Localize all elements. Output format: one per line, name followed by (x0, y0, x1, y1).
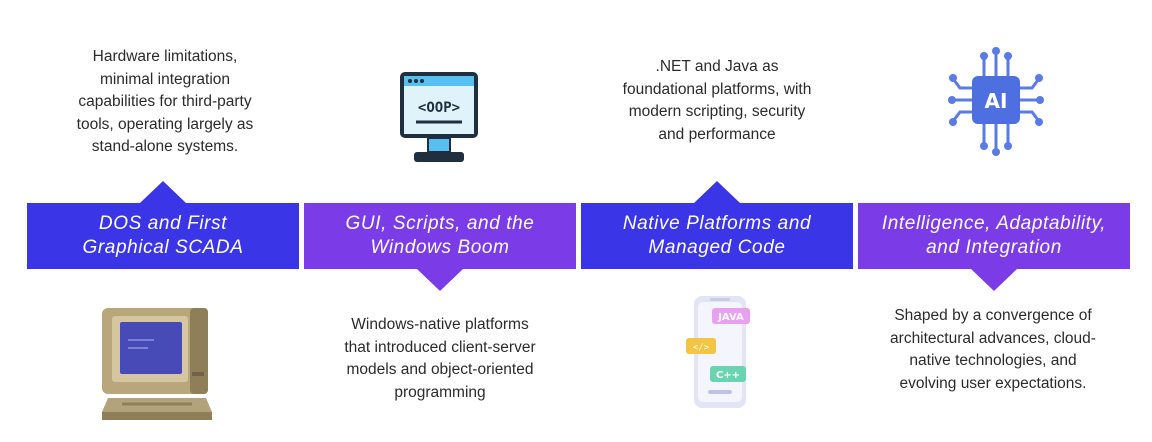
oop-monitor-icon: <OOP> (400, 72, 478, 162)
stage-3-pointer (694, 181, 740, 203)
stage-4-band: Intelligence, Adaptability, and Integrat… (858, 203, 1130, 291)
ai-chip-icon: AI (948, 47, 1044, 156)
stage-2-title: GUI, Scripts, and the Windows Boom (345, 213, 535, 258)
stage-2-description: Windows-native platforms that introduced… (344, 316, 536, 401)
stage-4-title: Intelligence, Adaptability, and Integrat… (881, 213, 1107, 258)
stage-3-band: Native Platforms and Managed Code (581, 181, 853, 269)
ai-icon-text: AI (985, 89, 1008, 113)
stage-3-description: .NET and Java as foundational platforms,… (622, 58, 812, 143)
retro-computer-icon (102, 308, 212, 420)
stage-2-band: GUI, Scripts, and the Windows Boom (304, 203, 576, 291)
java-label: JAVA (717, 312, 744, 323)
phone-languages-icon: JAVA </> C++ (686, 296, 750, 408)
stage-4-pointer (971, 269, 1017, 291)
stage-1-description: Hardware limitations, minimal integratio… (76, 48, 254, 155)
code-label: </> (693, 343, 710, 353)
cpp-label: C++ (716, 370, 740, 381)
stage-3-title: Native Platforms and Managed Code (622, 213, 812, 258)
stage-4-description: Shaped by a convergence of architectural… (890, 307, 1096, 392)
stage-1-band: DOS and First Graphical SCADA (27, 181, 299, 269)
stage-2-pointer (417, 269, 463, 291)
oop-icon-text: <OOP> (418, 100, 460, 116)
stage-1-pointer (140, 181, 186, 203)
stage-1-title: DOS and First Graphical SCADA (82, 213, 244, 258)
